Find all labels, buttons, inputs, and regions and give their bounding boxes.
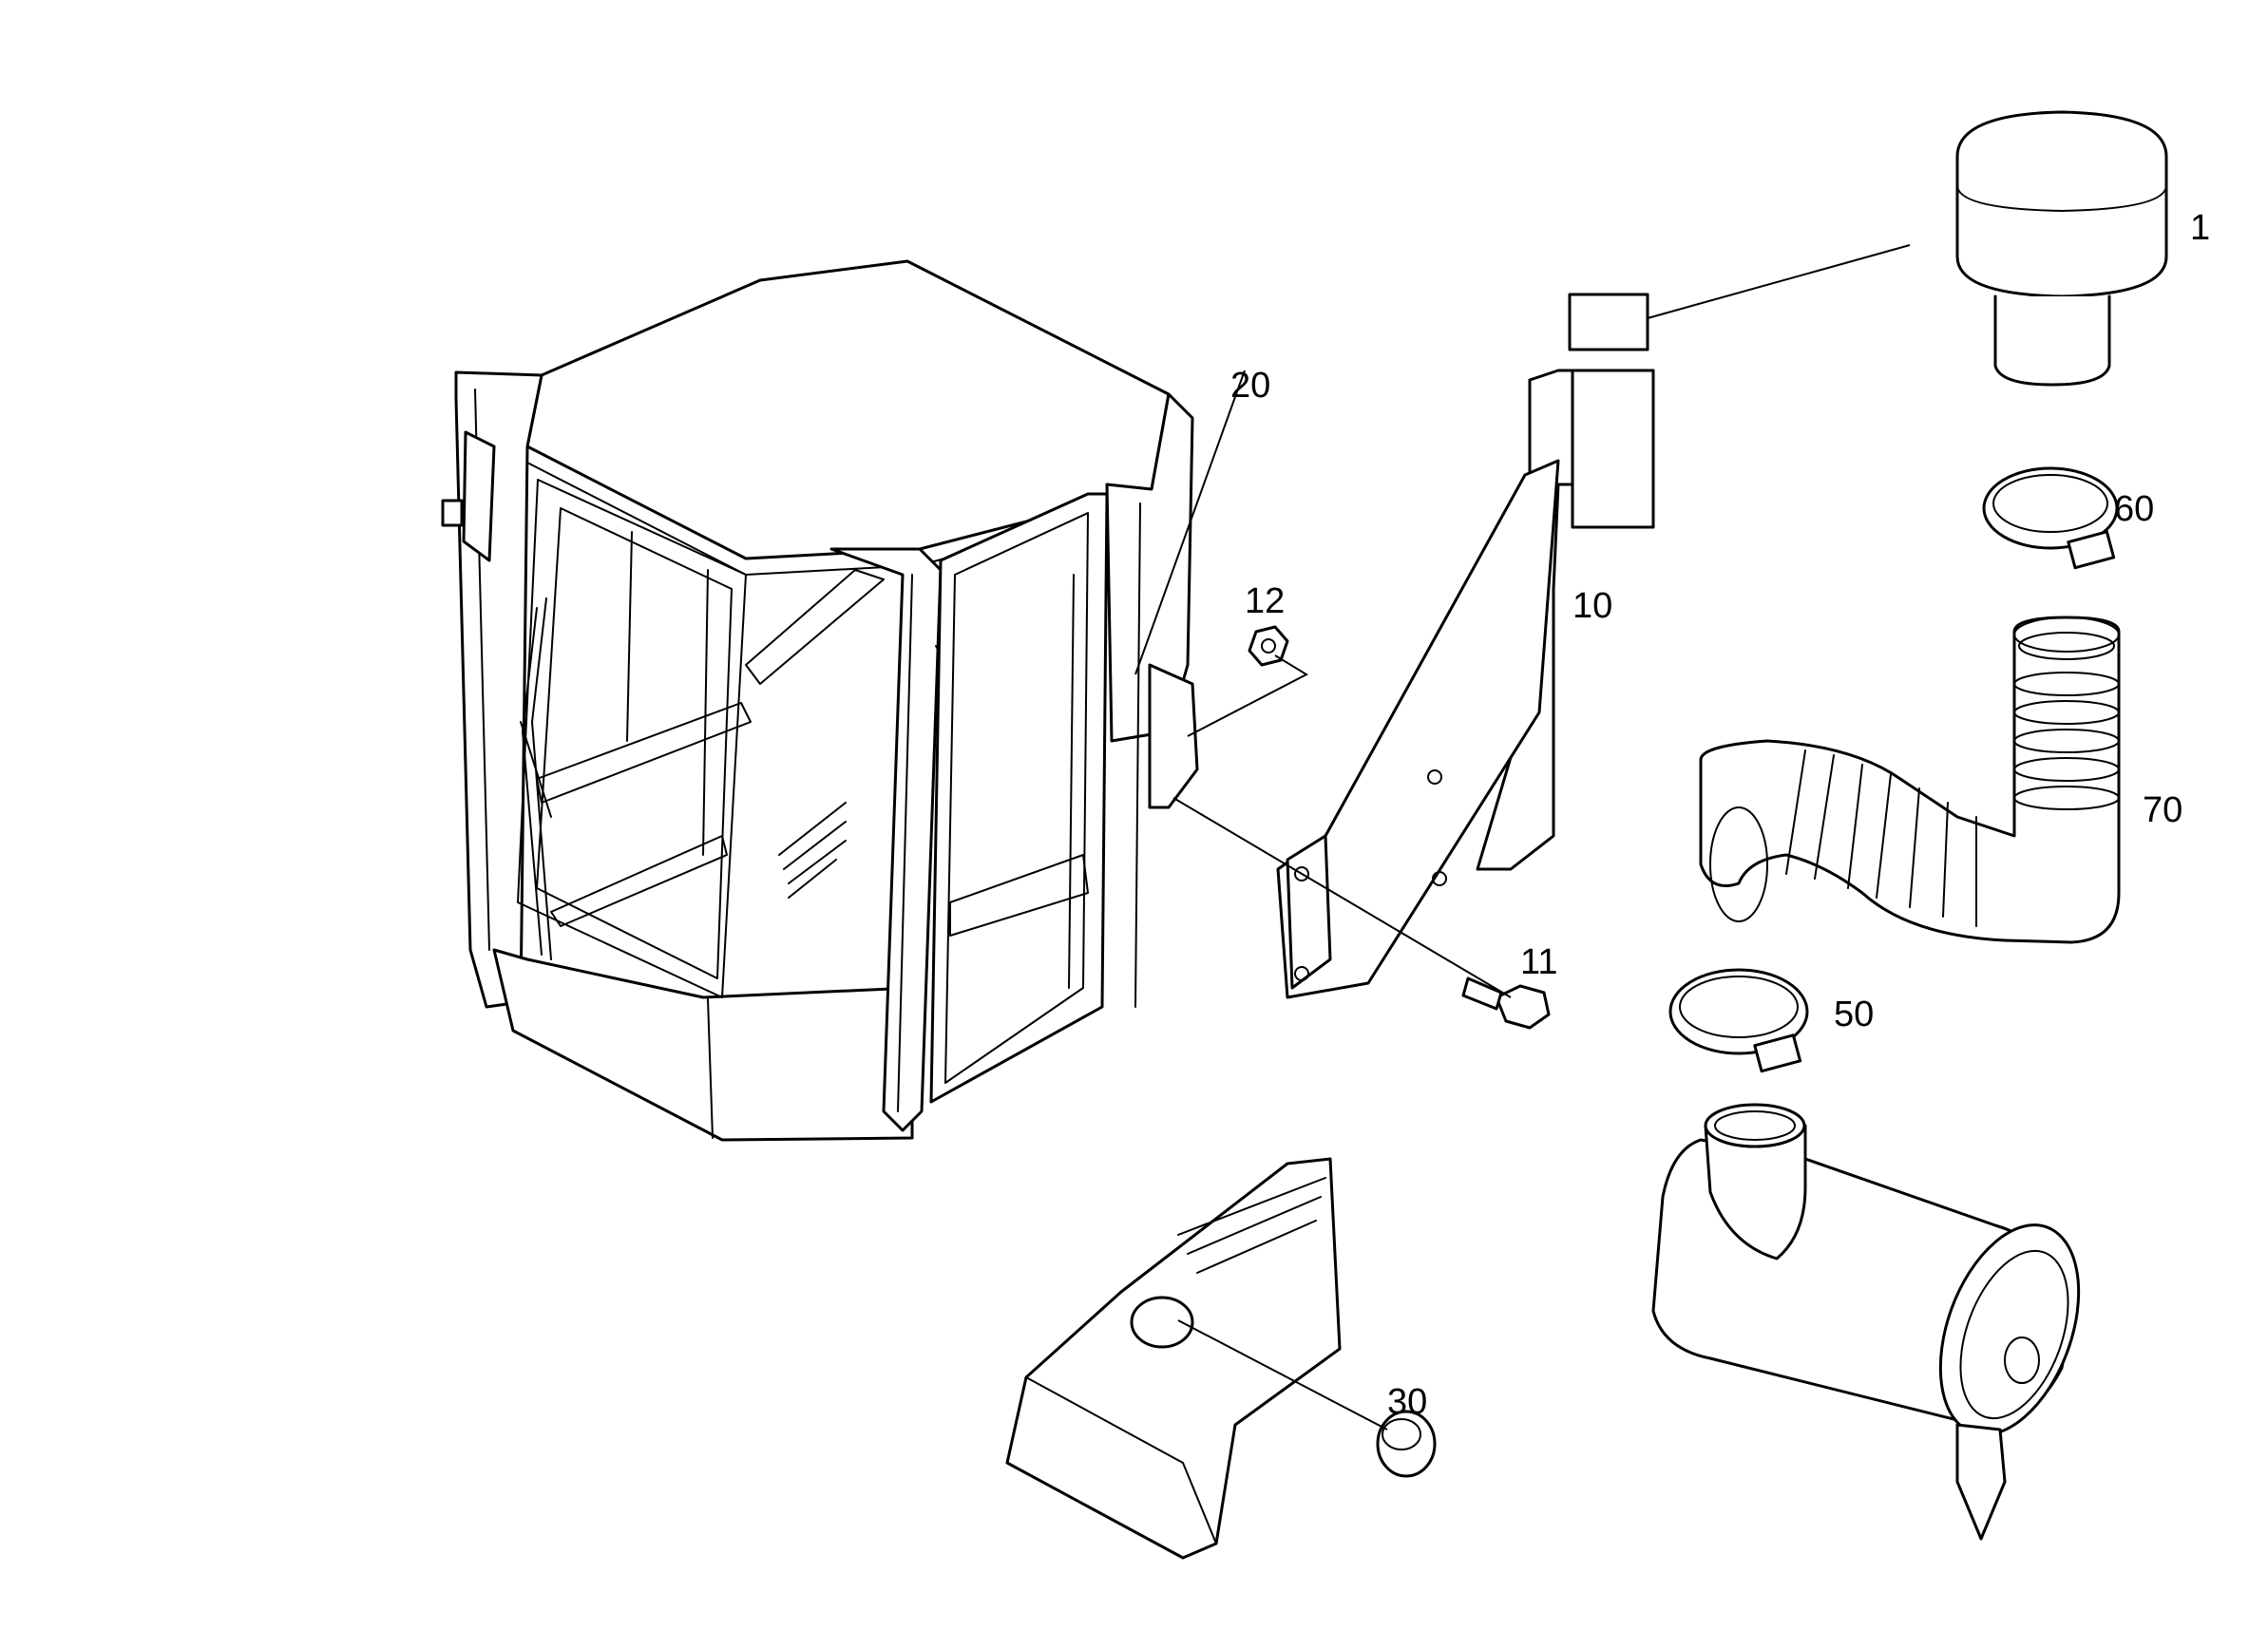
corrugated-hose [1699, 616, 2121, 944]
callout-30: 30 [1387, 1382, 1427, 1422]
hose-clamp-upper [1982, 466, 2119, 570]
callout-20: 20 [1230, 366, 1270, 406]
callout-60: 60 [2114, 489, 2154, 529]
cover-housing [1005, 1157, 1342, 1560]
leader-lines [1134, 244, 1911, 1431]
callout-1: 1 [2190, 208, 2210, 248]
air-filter [1651, 1103, 2081, 1541]
callout-12: 12 [1245, 581, 1285, 621]
callout-labels: 1 60 70 50 20 12 10 11 30 [1230, 208, 2210, 1422]
intake-pipe-bracket [1276, 293, 1655, 999]
hose-clamp-lower [1668, 968, 1809, 1073]
bolt [1461, 976, 1551, 1030]
callout-70: 70 [2143, 790, 2182, 830]
pre-cleaner-cap [1955, 110, 2168, 387]
rubber-cap [1376, 1410, 1437, 1478]
callout-11: 11 [1520, 942, 1557, 982]
cab-assembly [441, 259, 1199, 1142]
callout-10: 10 [1572, 586, 1612, 626]
nut [1248, 625, 1289, 667]
callout-50: 50 [1834, 995, 1874, 1034]
